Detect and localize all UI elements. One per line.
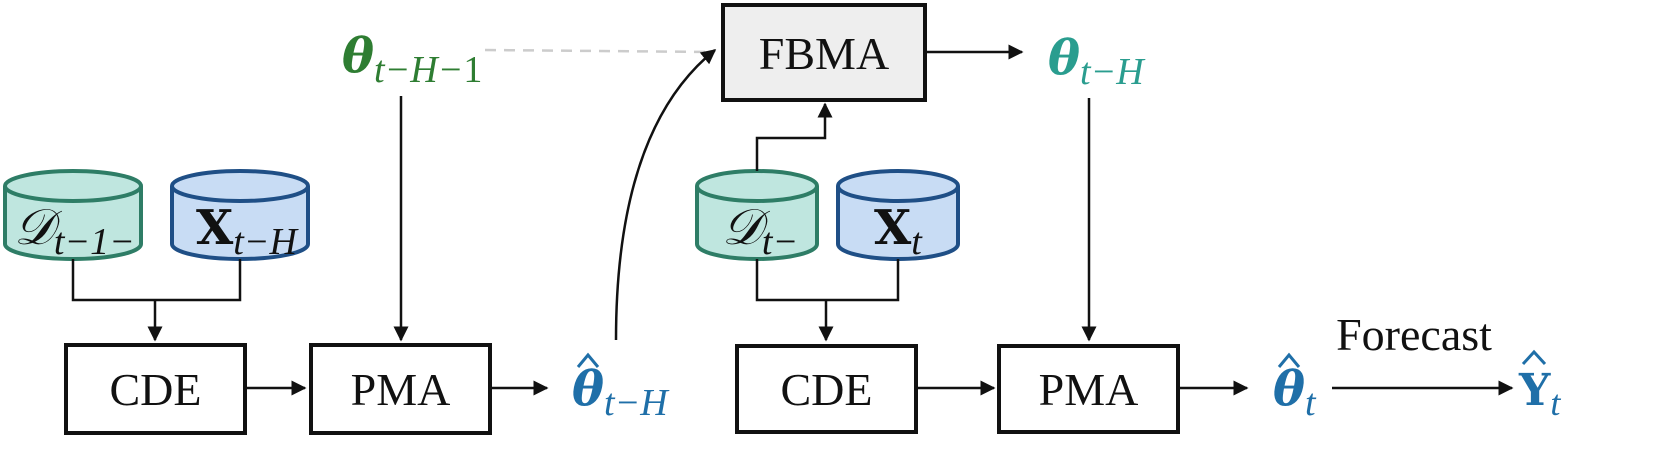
- pma-box-right-label: PMA: [1039, 364, 1139, 415]
- theta-fbma-output-symbol: θt−H: [1048, 30, 1146, 93]
- connector-left-cylinders-to-cde: [71, 259, 242, 342]
- pma-box-left: PMA: [309, 343, 492, 435]
- cylinder-d-right: 𝒟t−: [695, 169, 819, 263]
- arrow-theta-hat-to-fbma: [614, 49, 717, 341]
- theta-prev-symbol: θt−H−1: [342, 28, 482, 91]
- cylinder-x-left-label: Xt−H: [196, 200, 299, 263]
- pma-box-left-label: PMA: [351, 364, 451, 415]
- forecast-label: Forecast: [1336, 309, 1492, 360]
- cylinder-d-right-label: 𝒟t−: [722, 198, 798, 263]
- dashed-theta-prev-to-fbma: [484, 48, 716, 54]
- theta-hat-left-symbol: θt−H: [572, 352, 670, 424]
- cylinder-x-right-label: Xt: [874, 200, 923, 263]
- cylinder-x-left: Xt−H: [170, 169, 310, 263]
- svg-text:Yt: Yt: [1518, 365, 1561, 423]
- pma-box-right: PMA: [997, 344, 1180, 434]
- fbma-box-label: FBMA: [759, 28, 889, 79]
- cylinder-d-left: 𝒟t−1−: [2, 169, 143, 263]
- cde-box-right-label: CDE: [781, 364, 873, 415]
- cde-box-right: CDE: [735, 344, 918, 434]
- fbma-box: FBMA: [721, 3, 927, 102]
- svg-text:θt−H: θt−H: [572, 361, 670, 424]
- arrow-d-right-to-fbma: [755, 102, 833, 171]
- connector-right-cylinders-to-cde: [755, 259, 900, 342]
- y-hat-symbol: Yt: [1518, 349, 1561, 423]
- cde-box-left: CDE: [64, 343, 247, 435]
- svg-text:θt: θt: [1273, 361, 1317, 424]
- theta-hat-right-symbol: θt: [1273, 352, 1317, 424]
- cylinder-x-right: Xt: [836, 169, 960, 263]
- cde-box-left-label: CDE: [110, 364, 202, 415]
